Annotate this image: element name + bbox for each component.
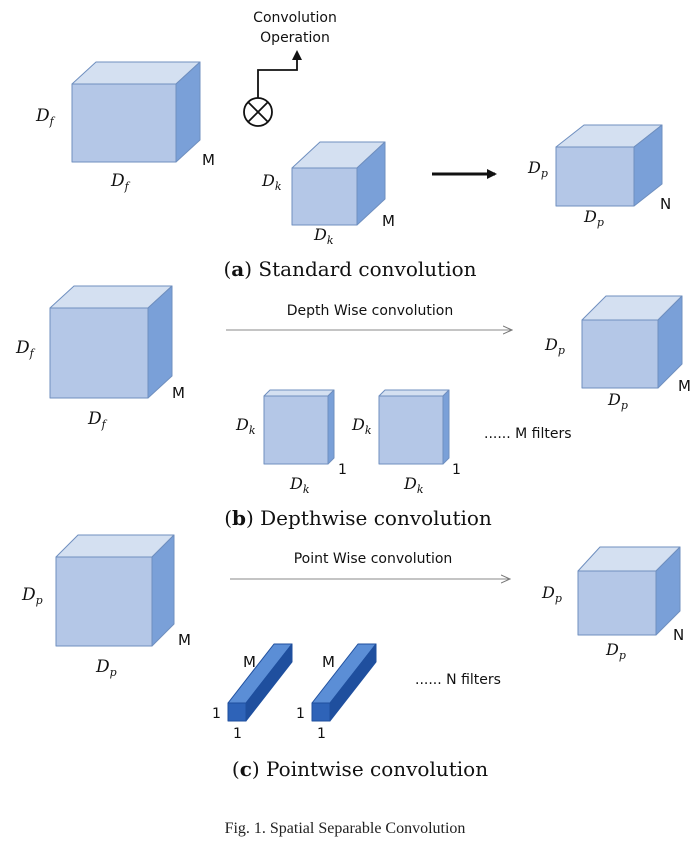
c-filter-2-length-label: M [322,653,335,671]
c-input-cube [55,534,175,647]
a-input-cube-front [71,83,177,163]
a-kernel-cube-front [291,167,358,226]
c-arrow-label: Point Wise convolution [294,551,453,567]
convolution-operator-icon [243,50,302,127]
convolution-label-line1: Convolution [253,10,337,26]
b-filter-2-width-label: Dk [403,474,424,496]
b-input-cube-front [49,307,149,399]
b-caption: (b) Depthwise convolution [224,506,492,530]
b-filter-1-front [263,395,329,465]
b-output-depth-label: M [678,377,691,395]
b-filter-2-depth-label: 1 [452,462,461,478]
a-kernel-depth-label: M [382,212,395,230]
part-b-depthwise-convolution: Df Df M Depth Wise convolution Dk Dk 1 D… [15,285,691,530]
b-filter-1-depth-label: 1 [338,462,347,478]
c-output-width-label: Dp [605,640,626,662]
c-pointwise-filter-2 [311,643,377,722]
c-input-cube-front [55,556,153,647]
a-output-cube [555,124,663,207]
c-output-height-label: Dp [541,583,562,605]
b-input-height-label: Df [15,338,36,360]
b-input-depth-label: M [172,384,185,402]
c-filter-1-width-label: 1 [233,726,242,742]
b-input-width-label: Df [87,409,108,431]
b-filters-count-label: ...... M filters [484,426,572,442]
c-input-width-label: Dp [95,657,117,679]
c-output-depth-label: N [673,626,684,644]
a-input-height-label: Df [35,106,56,128]
b-filter-2-top [378,389,450,397]
a-input-cube [71,61,201,163]
c-filter-1-height-label: 1 [212,706,221,722]
b-filter-2-side [442,389,450,465]
b-filter-1-top [263,389,335,397]
a-input-width-label: Df [110,171,131,193]
c-filters-count-label: ...... N filters [415,672,501,688]
c-input-depth-label: M [178,631,191,649]
b-output-cube-front [581,319,659,389]
b-output-cube [581,295,683,389]
b-arrow-label: Depth Wise convolution [287,303,453,319]
b-filter-2-height-label: Dk [351,415,372,437]
part-a-standard-convolution: Df Df M Convolution Operation Dk Dk M D [35,10,671,281]
c-caption: (c) Pointwise convolution [232,757,488,781]
convolution-label-line2: Operation [260,30,330,46]
a-kernel-height-label: Dk [261,171,282,193]
c-output-cube-front [577,570,657,636]
b-filter-1 [263,389,335,465]
b-filter-1-side [327,389,335,465]
b-filter-2-front [378,395,444,465]
c-input-height-label: Dp [21,585,43,607]
a-kernel-width-label: Dk [313,225,334,247]
part-c-pointwise-convolution: Dp Dp M Point Wise convolution M 1 1 M 1… [21,534,684,781]
c-pointwise-filter-2-front [311,702,331,722]
a-output-width-label: Dp [583,207,604,229]
b-filter-1-height-label: Dk [235,415,256,437]
b-filter-2 [378,389,450,465]
a-caption: (a) Standard convolution [223,257,476,281]
c-pointwise-filter-1-front [227,702,247,722]
b-output-height-label: Dp [544,335,565,357]
b-output-width-label: Dp [607,390,628,412]
c-filter-2-width-label: 1 [317,726,326,742]
b-filter-1-width-label: Dk [289,474,310,496]
c-filter-2-height-label: 1 [296,706,305,722]
a-kernel-cube [291,141,386,226]
a-output-cube-front [555,146,635,207]
b-input-cube [49,285,173,399]
c-output-cube [577,546,681,636]
a-output-height-label: Dp [527,158,548,180]
a-input-depth-label: M [202,151,215,169]
c-filter-1-length-label: M [243,653,256,671]
figure-caption: Fig. 1. Spatial Separable Convolution [225,820,466,837]
a-output-depth-label: N [660,195,671,213]
c-pointwise-filter-1 [227,643,293,722]
